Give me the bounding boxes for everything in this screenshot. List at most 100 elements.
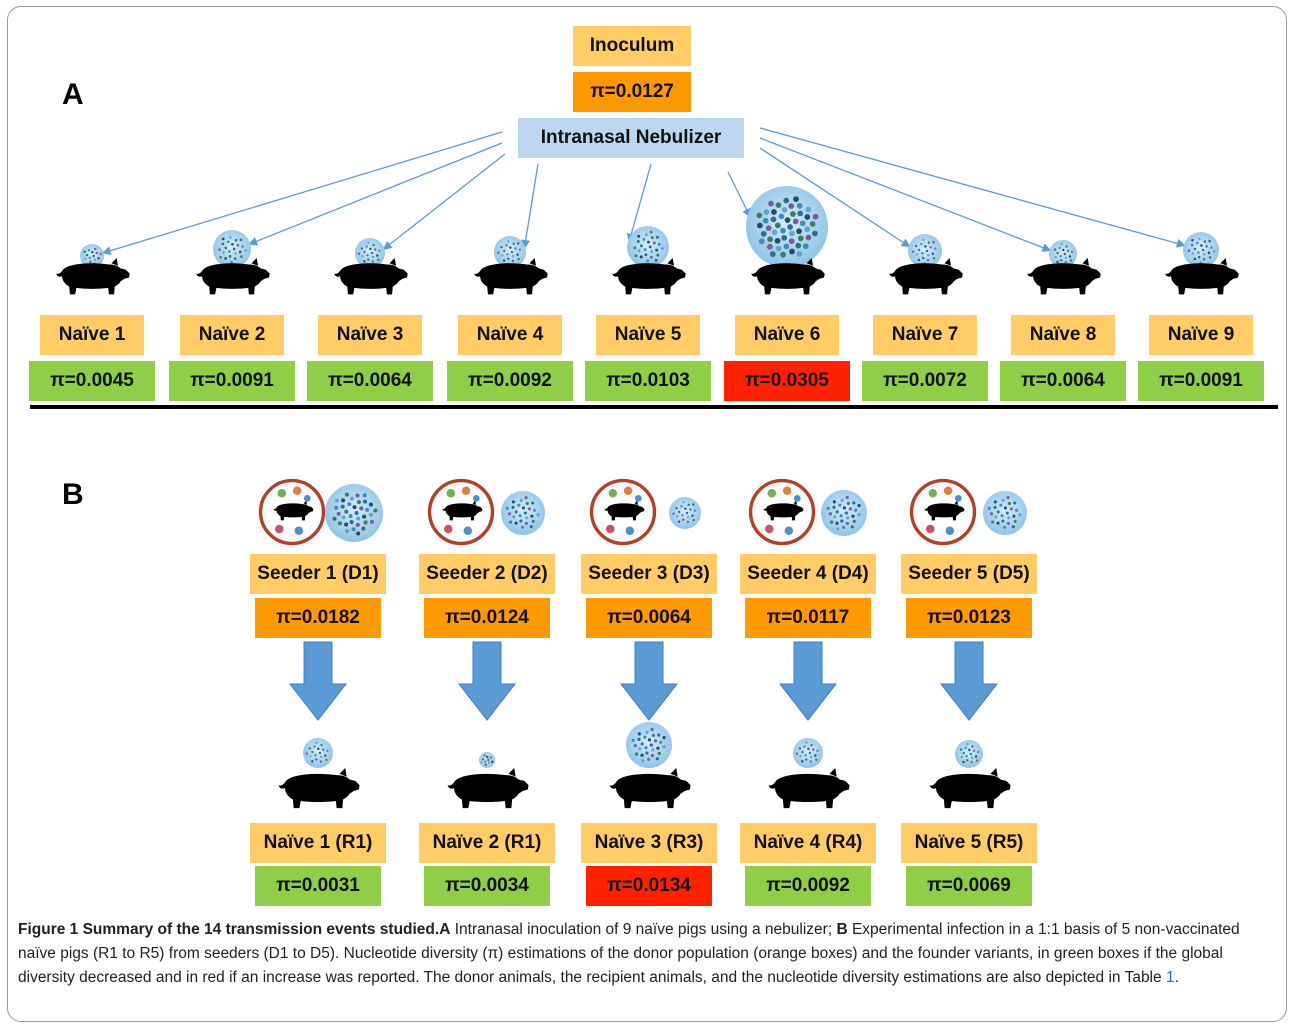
recipient-3-virus-circle <box>626 722 672 768</box>
recipient-5-pi: π=0.0069 <box>906 866 1032 906</box>
virus-population-circle-naive-6 <box>746 186 828 268</box>
nebulizer-arrows <box>101 127 1186 255</box>
naive-9-pi: π=0.0091 <box>1138 361 1264 401</box>
nebulizer-arrow-6 <box>727 171 751 218</box>
seeder-3-virus-circle <box>669 497 701 529</box>
seeder-5-virus-circle <box>983 491 1027 535</box>
caption-title: Figure 1 Summary of the 14 transmission … <box>18 921 440 938</box>
nebulizer-arrow-7 <box>759 147 911 248</box>
pig-icon <box>751 258 825 295</box>
naive-4-label: Naïve 4 <box>458 315 562 355</box>
pig-icon <box>609 768 691 809</box>
seeder-4-label: Seeder 4 (D4) <box>740 554 876 594</box>
recipient-5-virus-circle <box>955 740 983 768</box>
nebulizer-arrow-8 <box>759 137 1052 252</box>
naive-9-label: Naïve 9 <box>1149 315 1253 355</box>
pig-icon <box>56 258 130 295</box>
recipient-1-virus-circle <box>303 738 333 768</box>
seeder-5-pi: π=0.0123 <box>906 598 1032 638</box>
nebulizer-arrow-1 <box>101 131 503 255</box>
seeder-1-icon <box>261 481 324 544</box>
virus-population-circle-naive-9 <box>1183 232 1219 268</box>
figure-caption: Figure 1 Summary of the 14 transmission … <box>18 918 1278 990</box>
nebulizer-box: Intranasal Nebulizer <box>518 118 744 158</box>
pig-icon <box>768 768 850 809</box>
pig-icon <box>474 258 548 295</box>
virus-population-circle-naive-1 <box>80 244 104 268</box>
pig-icon <box>196 258 270 295</box>
caption-b-letter: B <box>836 921 848 938</box>
virus-population-circles-a <box>80 186 1219 268</box>
seeder-2-virus-circle <box>501 491 545 535</box>
recipient-1-pi: π=0.0031 <box>255 866 381 906</box>
seeder-5-label: Seeder 5 (D5) <box>901 554 1037 594</box>
transmission-arrow-5 <box>939 641 999 721</box>
inoculum-box: Inoculum <box>573 26 691 66</box>
nebulizer-arrow-5 <box>626 163 652 243</box>
caption-a-text: Intranasal inoculation of 9 naïve pigs u… <box>450 921 837 938</box>
seeder-3-pi: π=0.0064 <box>586 598 712 638</box>
naive-7-pi: π=0.0072 <box>862 361 988 401</box>
recipient-3-pi: π=0.0134 <box>586 866 712 906</box>
pig-silhouettes-b <box>278 768 1011 809</box>
seeder-4-icon <box>751 481 814 544</box>
virus-population-circle-naive-8 <box>1049 240 1077 268</box>
caption-a-letter: A <box>439 921 451 938</box>
transmission-arrows-b <box>288 641 999 721</box>
seeder-3-label: Seeder 3 (D3) <box>581 554 717 594</box>
seeder-1-label: Seeder 1 (D1) <box>250 554 386 594</box>
panel-divider <box>30 405 1278 409</box>
seeder-4-pi: π=0.0117 <box>745 598 871 638</box>
naive-3-label: Naïve 3 <box>318 315 422 355</box>
naive-1-label: Naïve 1 <box>40 315 144 355</box>
recipient-1-label: Naïve 1 (R1) <box>250 823 386 863</box>
panel-a-letter: A <box>62 78 84 111</box>
pig-icon <box>1165 258 1239 295</box>
recipient-2-pi: π=0.0034 <box>424 866 550 906</box>
transmission-arrow-4 <box>778 641 838 721</box>
naive-2-pi: π=0.0091 <box>169 361 295 401</box>
recipient-5-label: Naïve 5 (R5) <box>901 823 1037 863</box>
nebulizer-arrow-3 <box>382 153 506 250</box>
pig-icon <box>334 258 408 295</box>
naive-7-label: Naïve 7 <box>873 315 977 355</box>
transmission-arrow-2 <box>457 641 517 721</box>
naive-6-label: Naïve 6 <box>735 315 839 355</box>
seeder-3-icon <box>592 481 655 544</box>
recipient-4-virus-circle <box>793 738 823 768</box>
naive-1-pi: π=0.0045 <box>29 361 155 401</box>
recipient-3-label: Naïve 3 (R3) <box>581 823 717 863</box>
inoculum-pi-box: π=0.0127 <box>573 72 691 112</box>
pig-icon <box>278 768 360 809</box>
naive-4-pi: π=0.0092 <box>447 361 573 401</box>
virus-population-circle-naive-4 <box>494 236 526 268</box>
pig-icon <box>929 768 1011 809</box>
transmission-arrow-1 <box>288 641 348 721</box>
seeder-2-label: Seeder 2 (D2) <box>419 554 555 594</box>
recipient-4-label: Naïve 4 (R4) <box>740 823 876 863</box>
recipient-2-label: Naïve 2 (R1) <box>419 823 555 863</box>
pig-icon <box>1027 258 1101 295</box>
pig-silhouettes-a <box>56 258 1239 295</box>
seeder-2-icon <box>430 481 493 544</box>
virus-population-circle-naive-3 <box>355 238 385 268</box>
caption-b-text: Experimental infection in a 1:1 basis of… <box>18 921 1240 986</box>
pig-icon <box>447 768 529 809</box>
virus-population-circle-naive-2 <box>213 230 251 268</box>
naive-8-label: Naïve 8 <box>1011 315 1115 355</box>
nebulizer-arrow-9 <box>759 127 1186 248</box>
seeder-1-pi: π=0.0182 <box>255 598 381 638</box>
naive-5-label: Naïve 5 <box>596 315 700 355</box>
panel-b-letter: B <box>62 478 84 511</box>
naive-5-pi: π=0.0103 <box>585 361 711 401</box>
seeder-4-virus-circle <box>821 490 867 536</box>
pig-icon <box>612 258 686 295</box>
naive-8-pi: π=0.0064 <box>1000 361 1126 401</box>
seeder-5-icon <box>912 481 975 544</box>
naive-2-label: Naïve 2 <box>180 315 284 355</box>
table-reference-link[interactable]: 1 <box>1165 969 1175 986</box>
pig-icon <box>889 258 963 295</box>
virus-population-circle-naive-7 <box>908 234 942 268</box>
naive-6-pi: π=0.0305 <box>724 361 850 401</box>
virus-population-circles-b <box>303 484 1027 768</box>
